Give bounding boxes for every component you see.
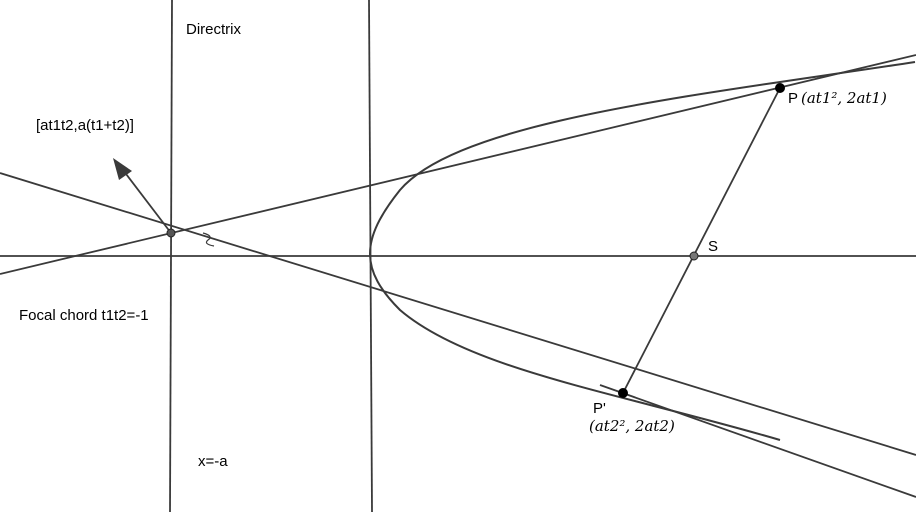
- parabola-curve: [369, 61, 916, 441]
- focal-chord-label: Focal chord t1t2=-1: [19, 307, 149, 324]
- tangent-at-p-prime: [0, 172, 916, 456]
- arrow-head: [113, 158, 132, 180]
- point-p-coords-label: (at1², 2at1): [801, 89, 887, 107]
- focus-label: S: [708, 238, 718, 255]
- intersection-point-label: [at1t2,a(t1+t2)]: [36, 117, 134, 134]
- focal-chord: [622, 87, 781, 394]
- angle-mark: [202, 232, 215, 247]
- point-p-prime-coords-label: (at2², 2at2): [589, 417, 675, 435]
- intersection-point: [166, 228, 176, 238]
- point-p-prime: [618, 388, 628, 398]
- secant-line: [599, 384, 916, 498]
- point-p-name-label: P: [788, 90, 798, 107]
- directrix-label: Directrix: [186, 21, 241, 38]
- directrix-line: [169, 0, 173, 512]
- focus-point: [689, 251, 699, 261]
- tangent-at-p: [0, 54, 916, 275]
- normal-vector: [122, 169, 172, 234]
- point-p-prime-name-label: P': [593, 400, 606, 417]
- point-p: [775, 83, 785, 93]
- x-equals-label: x=-a: [198, 453, 228, 470]
